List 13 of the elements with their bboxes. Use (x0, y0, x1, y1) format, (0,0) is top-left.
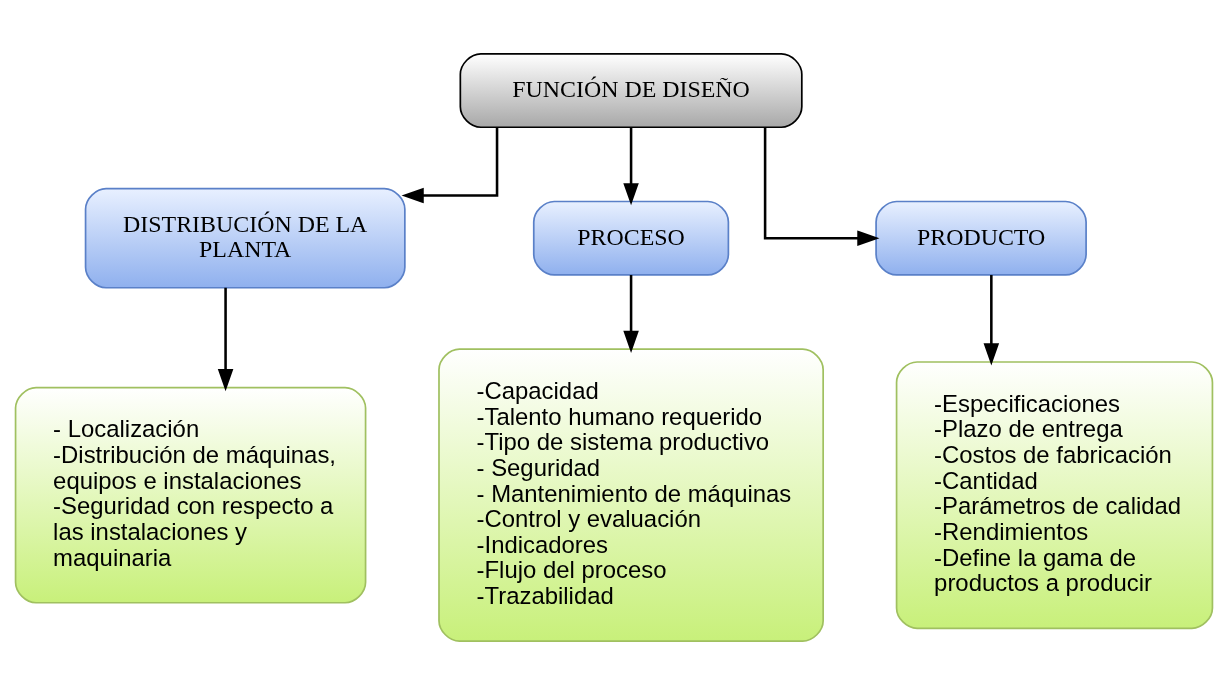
node-box: -Especificaciones -Plazo de entrega -Costos de fabricación -Cantidad -Parámetros de calidad -Rendimientos -Define la gama de productos a producir (895, 361, 1214, 630)
node-box: - Localización -Distribución de máquinas, equipos e instalaciones -Seguridad con respecto a las instalaciones y maquinaria (14, 386, 367, 604)
arrow (983, 275, 1000, 366)
node-box: PROCESO (532, 200, 730, 276)
arrow (401, 127, 499, 204)
node-box: DISTRIBUCIÓN DE LA PLANTA (84, 187, 406, 289)
arrow (623, 127, 639, 206)
node-box: PRODUCTO (875, 200, 1087, 276)
arrow (763, 127, 880, 246)
node-box: -Capacidad -Talento humano requerido -Tipo de sistema productivo - Seguridad - Mantenimiento de máquinas -Control y evaluación -Indicadores -Flujo del proceso -Trazabilidad (438, 348, 824, 643)
arrow (217, 287, 234, 392)
arrow (623, 275, 639, 353)
node-box: FUNCIÓN DE DISEÑO (459, 52, 803, 129)
